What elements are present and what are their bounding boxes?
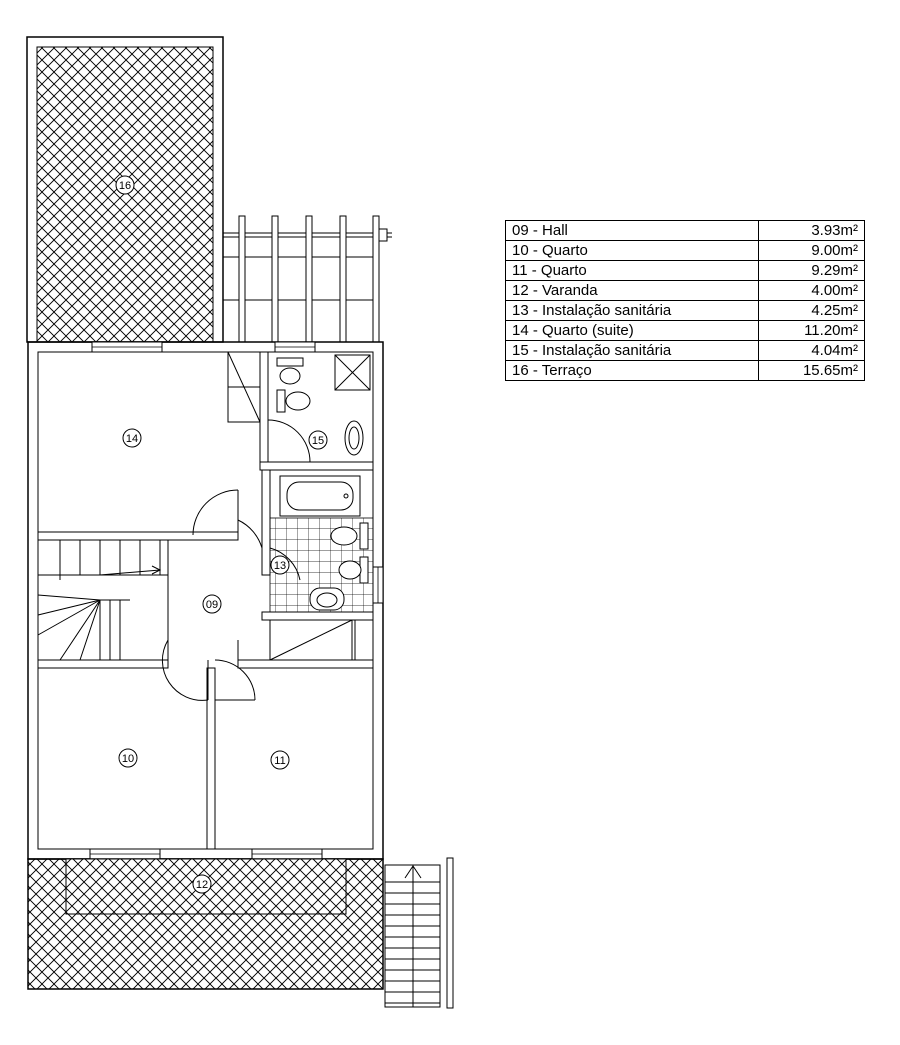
room-name: 10 - Quarto bbox=[505, 240, 759, 261]
svg-text:16: 16 bbox=[119, 180, 131, 192]
interior-walls bbox=[37, 351, 374, 850]
room-label-15: 15 bbox=[308, 430, 328, 450]
room-name: 16 - Terraço bbox=[505, 360, 759, 381]
svg-text:11: 11 bbox=[274, 755, 285, 767]
room-name: 15 - Instalação sanitária bbox=[505, 340, 759, 361]
room-area: 4.25m² bbox=[758, 300, 865, 321]
svg-text:12: 12 bbox=[196, 879, 208, 891]
pergola bbox=[223, 215, 392, 343]
svg-text:09: 09 bbox=[206, 599, 218, 611]
room-label-13: 13 bbox=[270, 555, 290, 575]
room-area: 4.00m² bbox=[758, 280, 865, 301]
room-area: 9.00m² bbox=[758, 240, 865, 261]
svg-text:14: 14 bbox=[126, 433, 138, 445]
room-row: 14 - Quarto (suite)11.20m² bbox=[505, 320, 865, 341]
room-label-09: 09 bbox=[202, 594, 222, 614]
room-name: 09 - Hall bbox=[505, 220, 759, 241]
bathtub bbox=[279, 475, 361, 517]
svg-text:13: 13 bbox=[274, 560, 286, 572]
door-swings bbox=[161, 489, 263, 701]
staircase bbox=[37, 539, 169, 661]
room-area: 11.20m² bbox=[758, 320, 865, 341]
room-labels: 16 14 15 13 09 10 11 12 bbox=[115, 175, 328, 894]
room-label-16: 16 bbox=[115, 175, 135, 195]
room-name: 11 - Quarto bbox=[505, 260, 759, 281]
room-label-14: 14 bbox=[122, 428, 142, 448]
exterior-staircase bbox=[384, 857, 454, 1009]
bathroom-15-fixtures bbox=[267, 354, 371, 463]
room-label-10: 10 bbox=[118, 748, 138, 768]
svg-text:10: 10 bbox=[122, 753, 134, 765]
room-area: 9.29m² bbox=[758, 260, 865, 281]
room-area: 3.93m² bbox=[758, 220, 865, 241]
room-area: 4.04m² bbox=[758, 340, 865, 361]
room-area: 15.65m² bbox=[758, 360, 865, 381]
room-name: 14 - Quarto (suite) bbox=[505, 320, 759, 341]
bathroom-13-fixtures bbox=[269, 522, 369, 611]
room-label-12: 12 bbox=[192, 874, 212, 894]
room-name: 12 - Varanda bbox=[505, 280, 759, 301]
room-label-11: 11 bbox=[270, 750, 290, 770]
room-name: 13 - Instalação sanitária bbox=[505, 300, 759, 321]
terrace-16 bbox=[26, 36, 224, 343]
svg-text:15: 15 bbox=[312, 435, 324, 447]
